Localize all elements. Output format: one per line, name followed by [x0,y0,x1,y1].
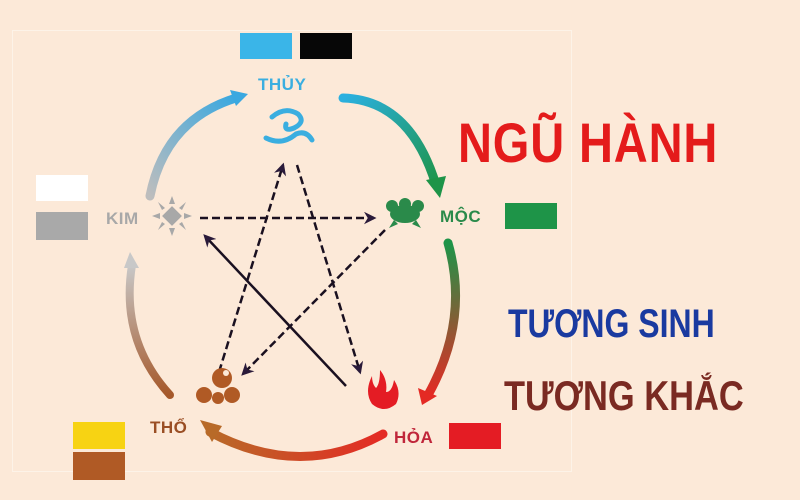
overcoming-arrow-thuy-hoa [295,164,364,375]
subtitle-tuong-khac: TƯƠNG KHẮC [504,372,744,419]
generating-arrow-moc-hoa [418,238,460,405]
generating-arrow-tho-kim [124,252,174,399]
overcoming-arrow-tho-thuy [217,162,287,373]
main-title: NGŨ HÀNH [458,111,719,174]
kim-swatch-gray [36,212,88,240]
overcoming-arrow-moc-tho [241,229,386,376]
thuy-swatch-black [300,33,352,59]
generating-arrow-kim-thuy [145,90,248,201]
generating-arrow-hoa-tho [200,420,388,461]
element-label-thuy: THỦY [258,75,307,94]
water-wave-icon [263,108,315,144]
element-label-tho: THỔ [150,418,188,437]
moc-swatch-green [505,203,557,229]
tho-swatch-brown [73,452,125,480]
generating-arrow-thuy-moc [338,93,446,198]
kim-swatch-white [36,175,88,201]
tho-swatch-yellow [73,422,125,449]
subtitle-tuong-sinh: TƯƠNG SINH [508,302,715,346]
overcoming-arrow-hoa-kim [203,234,347,387]
tree-icon [386,198,424,228]
diagram-frame [12,30,572,472]
thuy-swatch-blue [240,33,292,59]
earth-icon [196,368,240,404]
hoa-swatch-red [449,423,501,449]
element-label-kim: KIM [106,209,139,228]
metal-star-icon [152,196,192,236]
fire-icon [368,370,399,409]
element-label-hoa: HỎA [394,428,434,447]
element-label-moc: MỘC [440,207,482,226]
